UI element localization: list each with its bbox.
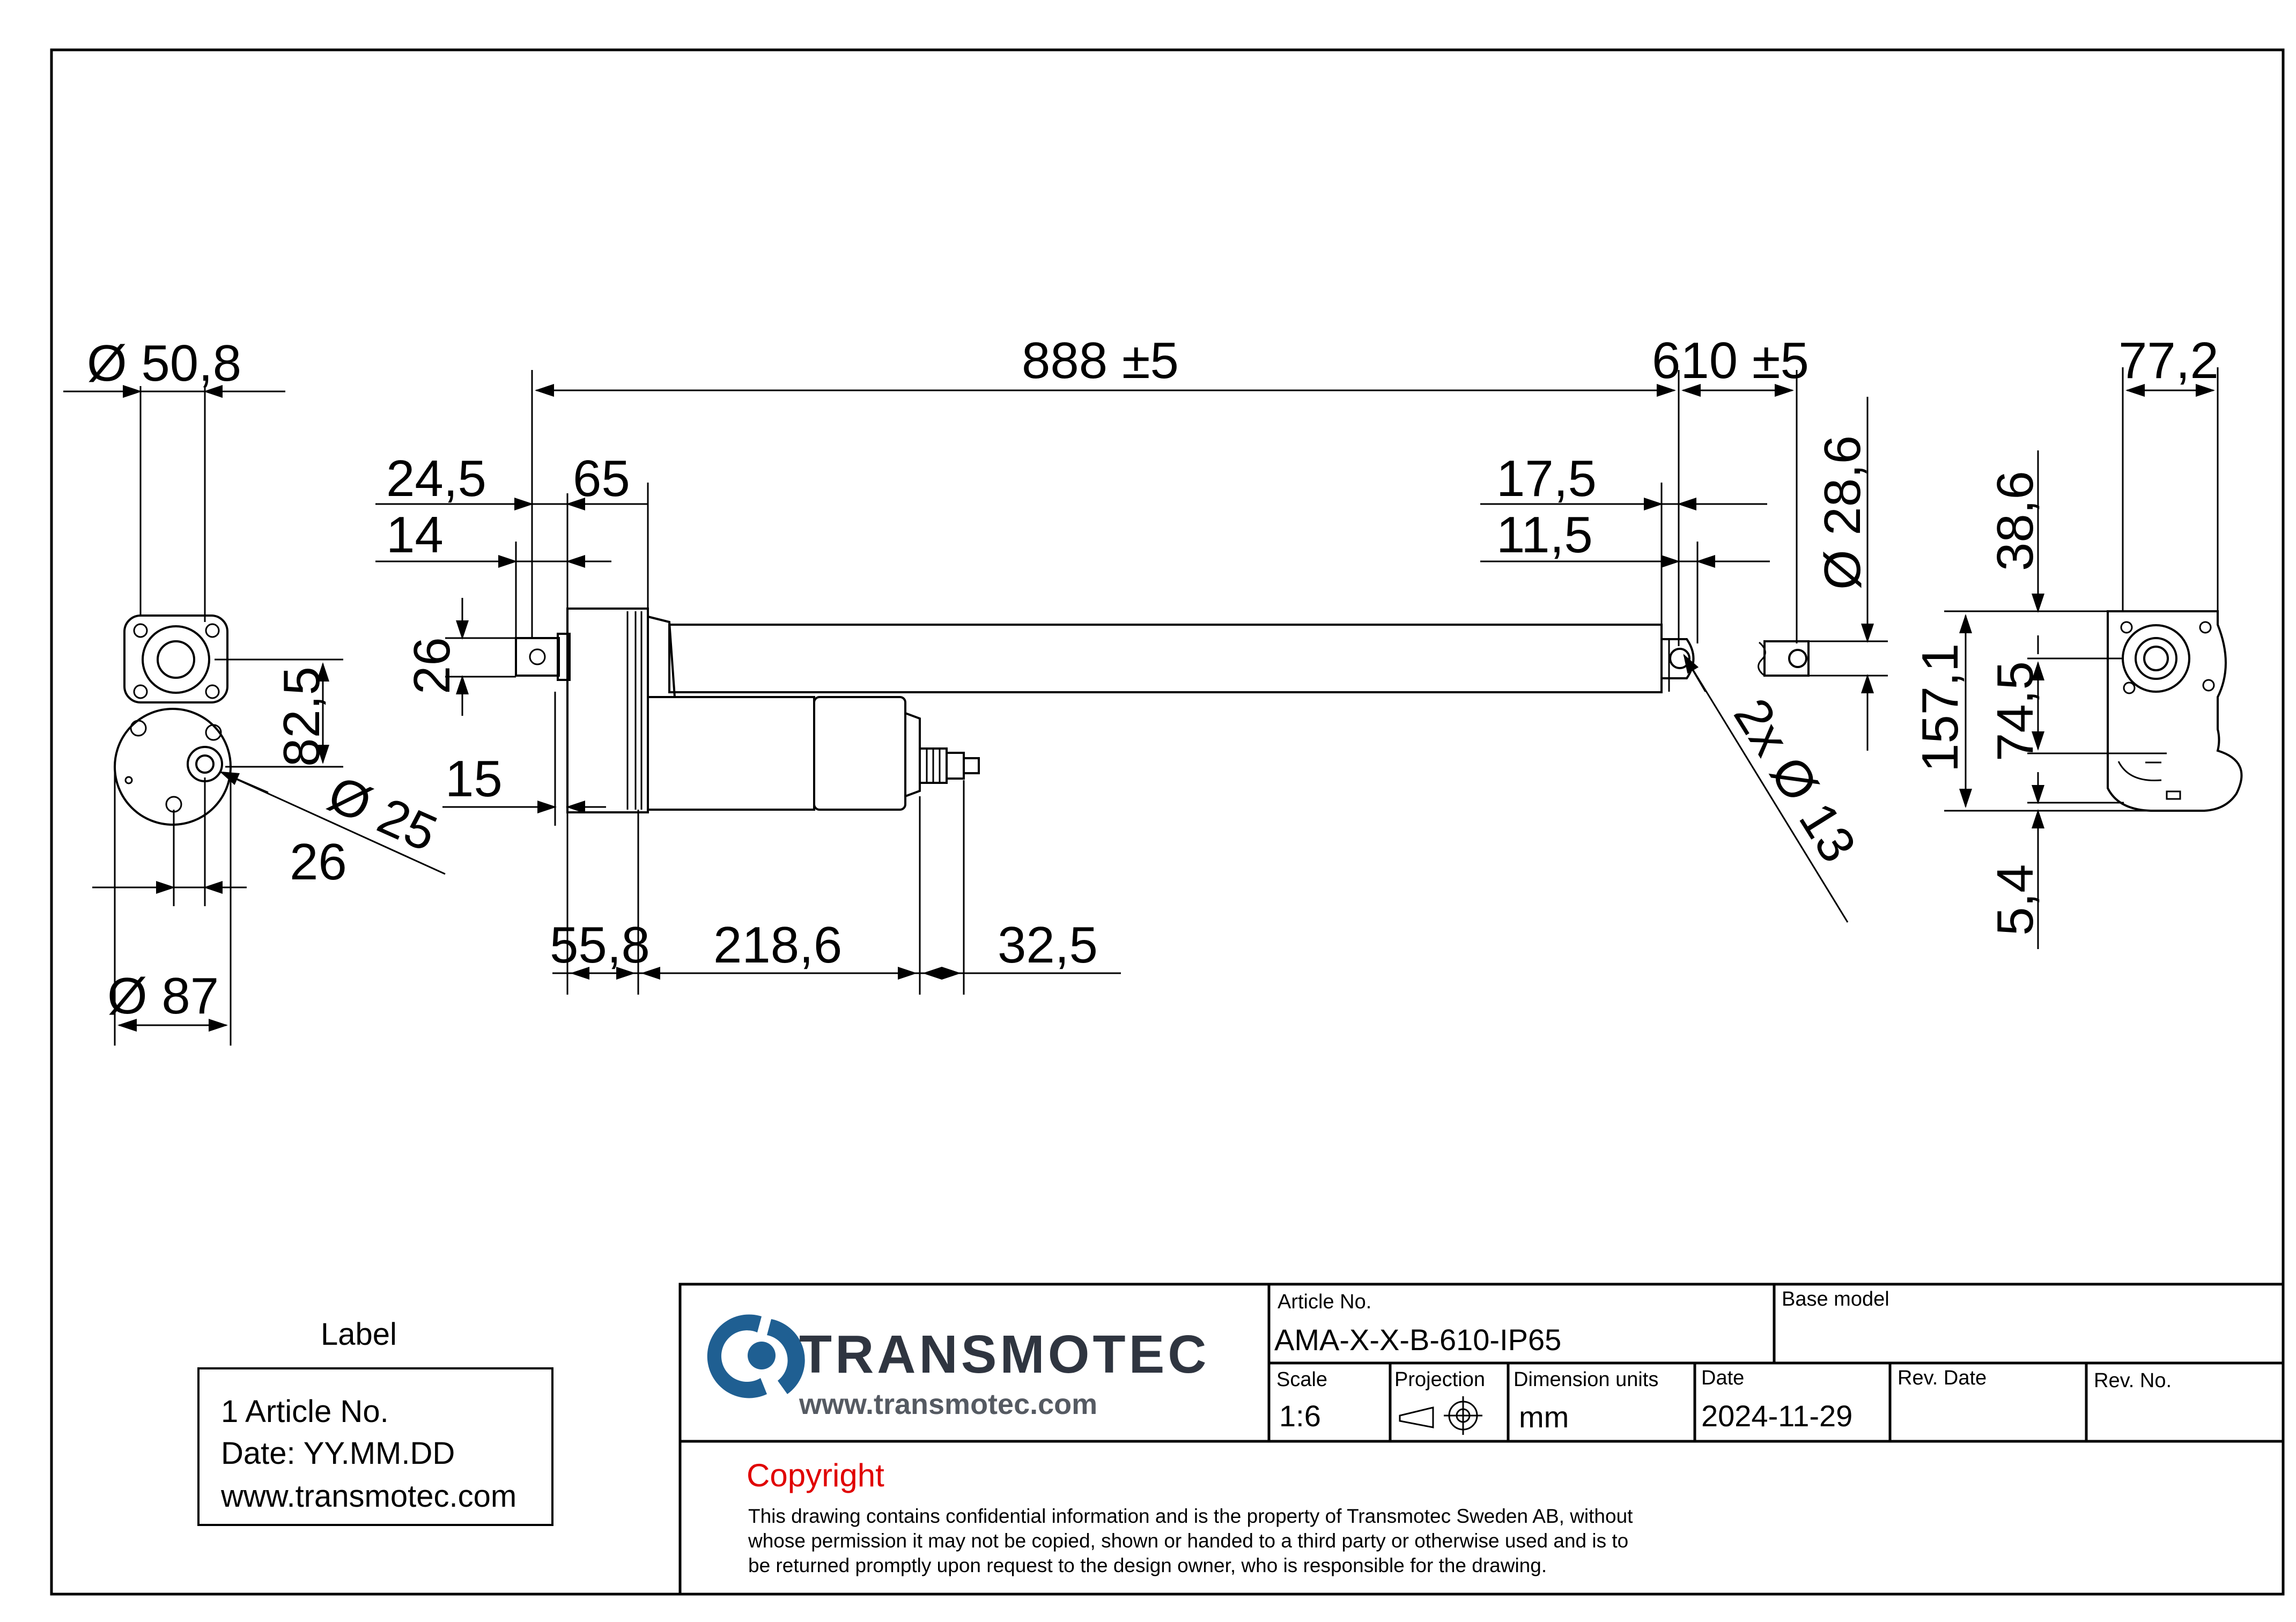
dim-d50-8: Ø 50,8 — [87, 335, 241, 392]
article-no-value: AMA-X-X-B-610-IP65 — [1274, 1323, 1561, 1357]
dim-218-6: 218,6 — [713, 916, 842, 974]
dim-5-4: 5,4 — [1987, 864, 2044, 936]
article-no-label: Article No. — [1278, 1291, 1371, 1313]
label-line-website: www.transmotec.com — [220, 1479, 516, 1514]
transmotec-logo-icon — [707, 1314, 805, 1398]
dim-15: 15 — [445, 750, 503, 808]
first-angle-projection-icon — [1399, 1396, 1482, 1435]
label-line-date: Date: YY.MM.DD — [221, 1436, 455, 1471]
copyright-line-1: This drawing contains confidential infor… — [748, 1505, 1633, 1527]
dim-74-5: 74,5 — [1987, 661, 2044, 761]
date-value: 2024-11-29 — [1701, 1399, 1852, 1433]
label-title: Label — [321, 1317, 397, 1352]
side-view: 888 ±5 610 ±5 24,5 65 14 26 15 — [375, 332, 1888, 995]
dim-77-2: 77,2 — [2118, 332, 2219, 389]
brand-website: www.transmotec.com — [799, 1388, 1097, 1420]
dim-32-5: 32,5 — [998, 916, 1098, 974]
dim-65: 65 — [573, 450, 630, 507]
dim-888: 888 ±5 — [1022, 332, 1179, 389]
copyright-line-3: be returned promptly upon request to the… — [748, 1554, 1547, 1576]
rev-no-label: Rev. No. — [2094, 1369, 2172, 1392]
left-end-view: Ø 50,8 82,5 Ø 25 26 Ø 87 — [63, 335, 446, 1046]
copyright-line-2: whose permission it may not be copied, s… — [748, 1530, 1628, 1552]
label-line-article: 1 Article No. — [221, 1394, 389, 1429]
dim-82-5: 82,5 — [273, 666, 330, 767]
brand-name: TRANSMOTEC — [799, 1324, 1210, 1384]
projection-label: Projection — [1394, 1368, 1485, 1391]
dim-26-left: 26 — [290, 833, 347, 891]
dim-610: 610 ±5 — [1652, 332, 1809, 389]
base-model-label: Base model — [1782, 1288, 1889, 1310]
scale-label: Scale — [1276, 1368, 1327, 1391]
label-block: Label 1 Article No. Date: YY.MM.DD www.t… — [197, 1317, 553, 1526]
dim-14: 14 — [386, 506, 444, 564]
rev-date-label: Rev. Date — [1898, 1367, 1987, 1389]
copyright-title: Copyright — [747, 1457, 884, 1493]
right-end-view: 77,2 157,1 38,6 74,5 5,4 — [1911, 332, 2243, 949]
dim-2x-d13: 2x Ø 13 — [1723, 688, 1867, 872]
dim-55-8: 55,8 — [550, 916, 650, 974]
title-block: TRANSMOTEC www.transmotec.com Article No… — [678, 1283, 2285, 1596]
dimension-units-value: mm — [1519, 1400, 1569, 1434]
dimension-units-label: Dimension units — [1514, 1368, 1658, 1391]
dim-38-6: 38,6 — [1987, 471, 2044, 571]
dim-157-1: 157,1 — [1911, 643, 1969, 772]
dim-d87: Ø 87 — [107, 967, 219, 1025]
dim-17-5: 17,5 — [1496, 450, 1597, 507]
dim-24-5: 24,5 — [386, 450, 486, 507]
scale-value: 1:6 — [1279, 1399, 1321, 1433]
dim-11-5: 11,5 — [1496, 506, 1593, 564]
dim-26-side: 26 — [403, 637, 461, 694]
dim-d28-6: Ø 28,6 — [1814, 435, 1871, 590]
date-label: Date — [1701, 1367, 1744, 1389]
